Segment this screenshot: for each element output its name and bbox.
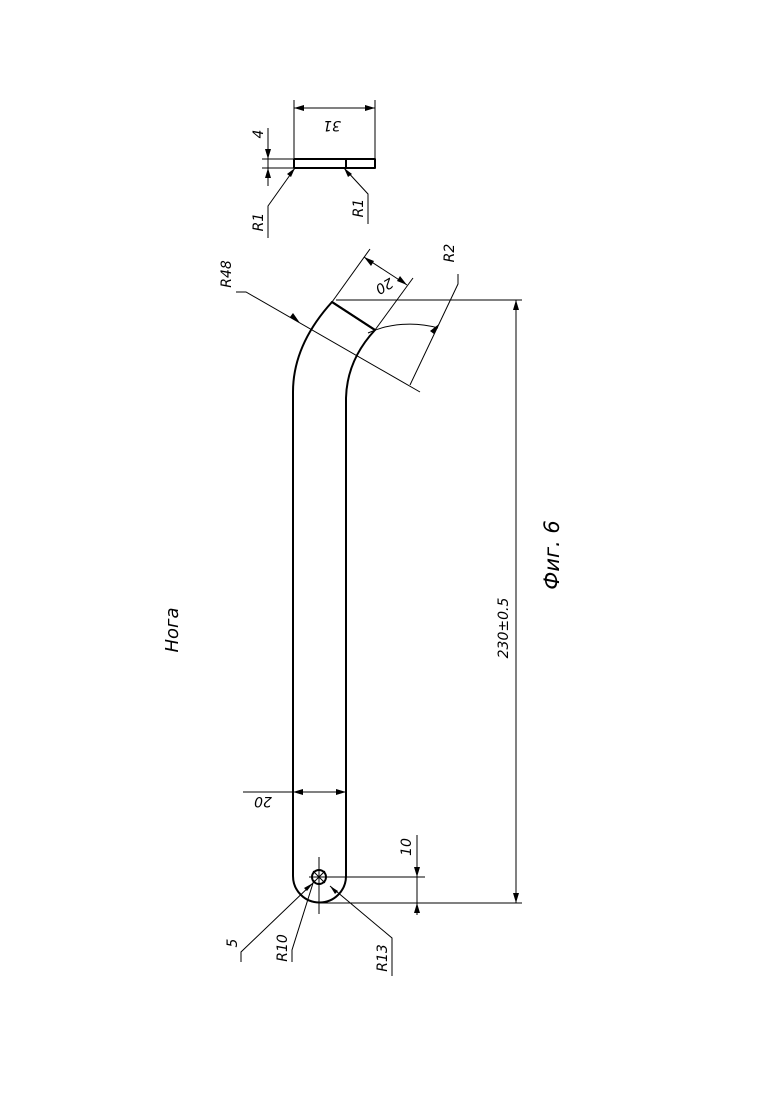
r1-right-label: R1: [351, 199, 367, 218]
dim-10-label: 10: [399, 838, 415, 856]
dim-230-label: 230±0.5: [496, 598, 512, 659]
r10-label: R10: [275, 934, 291, 962]
r1-left-leader: [268, 168, 295, 238]
dim-20-top-label: 20: [372, 274, 396, 297]
r48-label: R48: [219, 260, 235, 288]
r1-left-label: R1: [251, 213, 267, 232]
plate-section: [294, 159, 375, 168]
main-view: [236, 249, 522, 976]
figure-caption: Фиг. 6: [540, 520, 564, 589]
leg-outline: [293, 302, 375, 902]
dim-5-label: 5: [225, 938, 241, 947]
r13-label: R13: [375, 944, 391, 972]
dim-4-label: 4: [251, 130, 267, 139]
part-name: Нога: [162, 607, 183, 652]
dim-31-label: 31: [323, 117, 341, 133]
r2-label: R2: [442, 244, 458, 263]
dim-20-bottom-label: 20: [254, 793, 272, 809]
